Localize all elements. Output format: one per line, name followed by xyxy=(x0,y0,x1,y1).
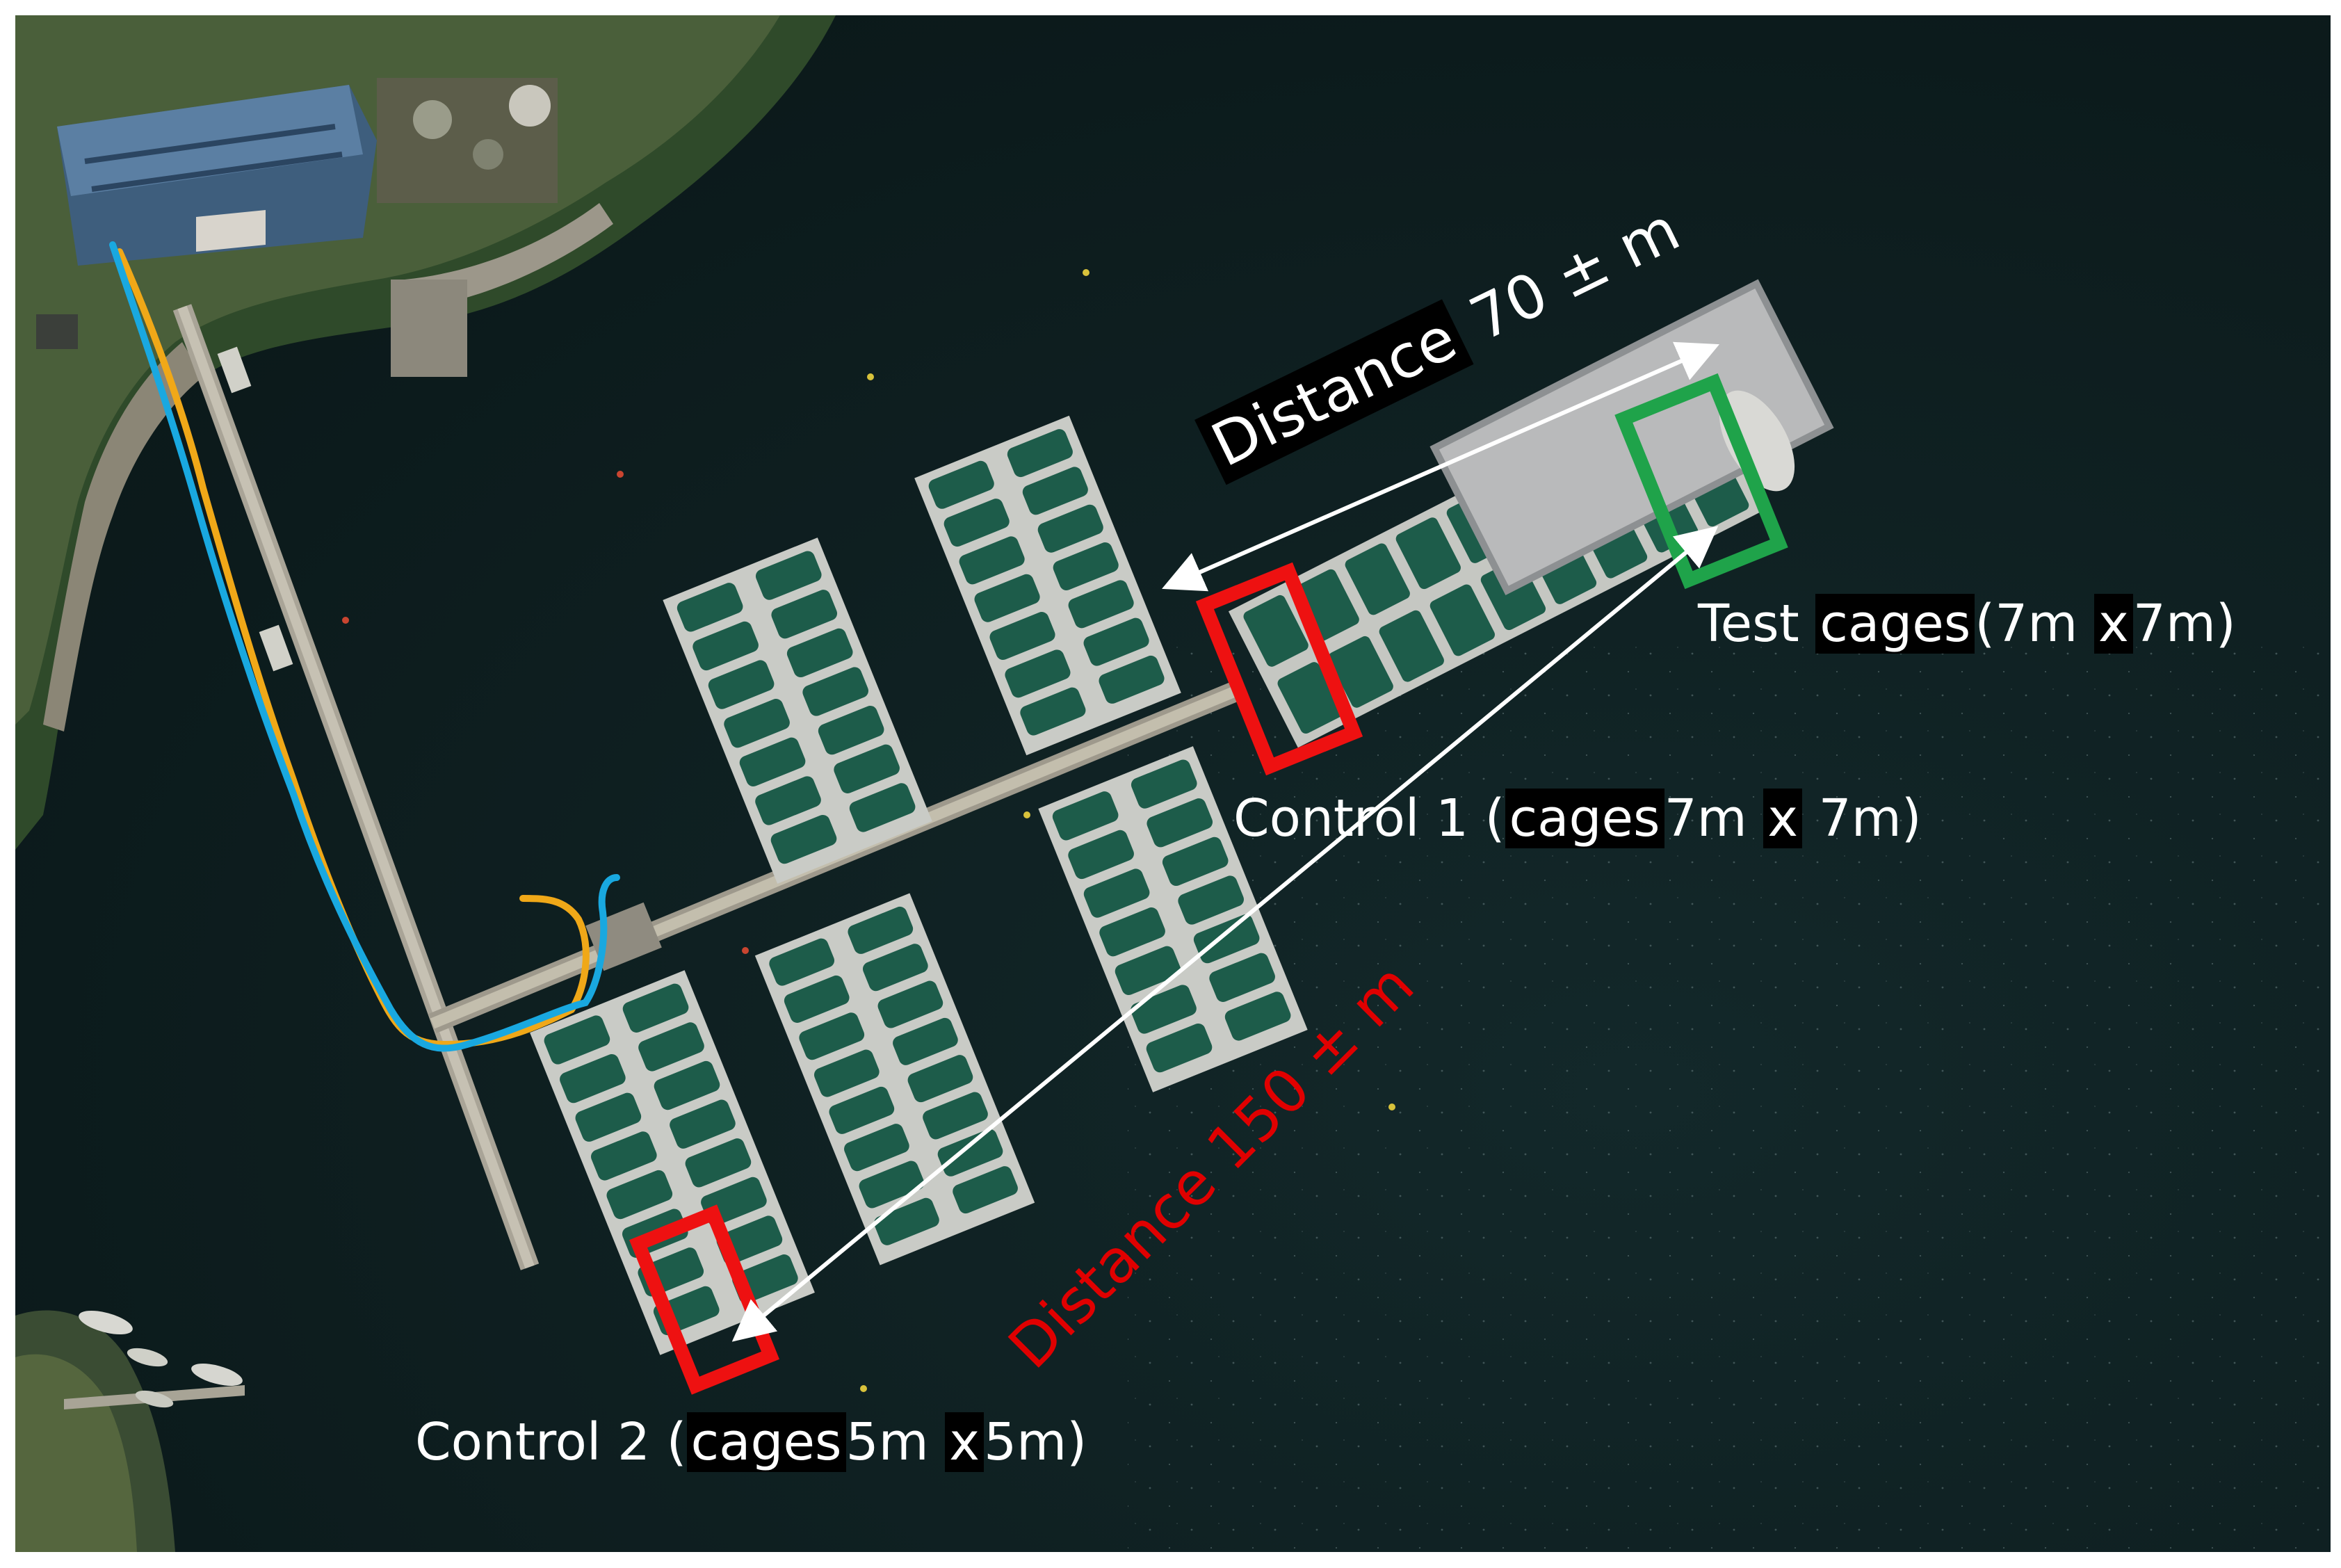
net-pen xyxy=(575,1092,642,1142)
distance-150-arrow xyxy=(731,526,1719,1342)
control1-x: x xyxy=(1763,789,1803,848)
net-pen xyxy=(544,1015,610,1065)
control1-size-b: 7m) xyxy=(1818,789,1922,848)
aerial-photo xyxy=(15,15,2331,1552)
net-pen xyxy=(670,1099,736,1149)
test-cages-size-a: (7m xyxy=(1975,594,2078,654)
control1-size-a: 7m xyxy=(1664,789,1747,848)
net-pen xyxy=(654,1060,720,1110)
cable-routes xyxy=(109,241,620,1052)
test-cages-text-pre: Test xyxy=(1698,594,1799,654)
control1-label: Control 1 (cages7m x 7m) xyxy=(1233,789,1922,848)
access-pier xyxy=(172,304,540,1270)
net-pen xyxy=(1022,467,1088,515)
net-pen xyxy=(606,1170,673,1220)
test-cages-size-b: 7m) xyxy=(2132,594,2236,654)
net-pen xyxy=(591,1131,657,1181)
aerial-map: Test cages(7m x7m) Control 1 (cages7m x … xyxy=(15,15,2331,1552)
net-pen xyxy=(560,1053,626,1104)
net-pen xyxy=(638,1022,704,1072)
net-pen xyxy=(1007,429,1073,478)
control2-label: Control 2 (cages5m x5m) xyxy=(415,1412,1087,1472)
control2-cages-word: cages xyxy=(686,1412,846,1472)
control2-size-a: 5m xyxy=(845,1412,929,1472)
test-cages-x: x xyxy=(2093,594,2133,654)
control2-x: x xyxy=(945,1412,985,1472)
control1-text-pre: Control 1 ( xyxy=(1233,789,1505,848)
test-cages-word: cages xyxy=(1815,594,1975,654)
control2-size-b: 5m) xyxy=(984,1412,1087,1472)
small-boats xyxy=(64,1310,245,1409)
net-pen xyxy=(677,583,743,632)
shoreline-land xyxy=(15,15,836,1552)
control2-text-pre: Control 2 ( xyxy=(415,1412,687,1472)
control1-cages-word: cages xyxy=(1505,789,1664,848)
net-pen xyxy=(928,460,994,509)
net-pen xyxy=(622,983,689,1033)
test-cages-label: Test cages(7m x7m) xyxy=(1698,594,2236,654)
